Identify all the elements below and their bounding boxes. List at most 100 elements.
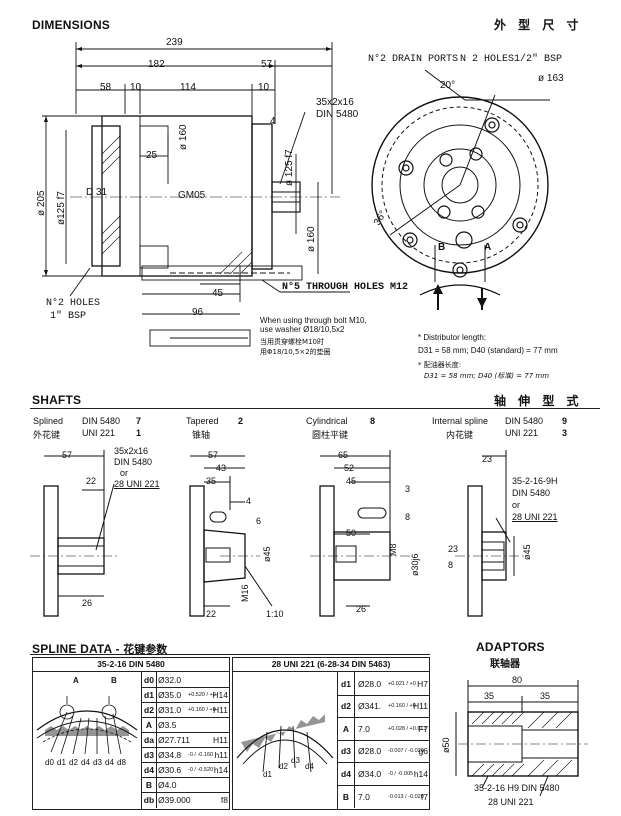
din5480-label-d8: d8 (117, 758, 126, 767)
label-gm05: GM05 (178, 190, 206, 201)
splined-callout-3: or (120, 468, 129, 478)
dim-10-left: 10 (130, 82, 142, 93)
spline-table-din5480: 35-2-16 DIN 5480 A B d0 d1 d2 d4 d3 d4 d… (32, 657, 230, 810)
internal-callout-1: 35-2-16-9H (512, 476, 558, 486)
tapered-dim-45: ø45 (262, 546, 272, 562)
bolt-note-1: When using through bolt M10, (260, 316, 367, 325)
row-symbol: A (338, 717, 355, 740)
adaptor-dim-35-left: 35 (484, 691, 495, 701)
adaptor-note-2: 28 UNI 221 (488, 797, 534, 807)
tapered-dim-6: 6 (256, 516, 262, 526)
shaft-tapered-code: 2 (238, 416, 244, 426)
row-symbol: d1 (338, 672, 355, 695)
splined-callout-4: 28 UNI 221 (114, 479, 160, 489)
port-b-label: B (438, 242, 446, 253)
bsp-half-label: 1/2" BSP (514, 54, 563, 65)
drain-ports-label: N°2 DRAIN PORTS (368, 54, 459, 65)
row-fit: H11 (413, 701, 428, 711)
shaft-splined-std2: UNI 221 (82, 428, 116, 438)
row-fit: g6 (418, 746, 428, 756)
distributor-length-title-cn: * 配油器长度: (418, 361, 462, 369)
dimensions-title-cn: 外 型 尺 寸 (494, 18, 583, 32)
din5480-label-d1: d1 (57, 758, 66, 767)
row-value: Ø27.711 (158, 734, 190, 745)
row-value: Ø3.5 (158, 719, 177, 730)
row-symbol: d0 (142, 672, 157, 687)
adaptors-title: ADAPTORS (476, 640, 545, 654)
shaft-splined-code1: 7 (136, 416, 142, 426)
shaft-internal-code1: 9 (562, 416, 568, 426)
bolt-note-cn-1: 当用贯穿螺栓M10时 (260, 338, 324, 346)
uni221-label-d3: d3 (291, 756, 300, 765)
spline-table-uni221-header: 28 UNI 221 (6-28-34 DIN 5463) (233, 658, 429, 672)
tapered-dim-43: 43 (216, 463, 227, 473)
tapered-dim-22: 22 (206, 609, 217, 619)
row-value: Ø28.0 (358, 678, 382, 689)
dimensions-title: DIMENSIONS (32, 18, 111, 32)
spline-data-heading: SPLINE DATA - 花键参数 (32, 640, 167, 658)
row-value: 7.0 (358, 723, 370, 734)
spline-callout-2: DIN 5480 (316, 109, 359, 120)
row-value: 7.0 (358, 791, 370, 802)
splined-callout-1: 35x2x16 (114, 446, 149, 456)
dim-10-right: 10 (258, 82, 270, 93)
dim-25: 25 (146, 150, 158, 161)
adaptors-title-cn: 联轴器 (490, 659, 520, 670)
internal-callout-3: or (512, 500, 521, 510)
din5480-label-d2: d2 (69, 758, 78, 767)
row-fit: F7 (418, 723, 428, 734)
row-fit: H11 (213, 734, 228, 745)
shafts-title: SHAFTS (32, 393, 82, 407)
dim-182: 182 (148, 59, 165, 70)
distributor-length-values: D31 = 58 mm; D40 (standard) = 77 mm (418, 346, 558, 355)
row-value: Ø32.0 (158, 674, 182, 685)
row-symbol: d4 (338, 762, 355, 785)
adaptor-drawing (455, 680, 588, 797)
dim-57: 57 (261, 59, 273, 70)
cyl-dim-3: 3 (405, 484, 411, 494)
n2-holes-label: N 2 HOLES (460, 54, 515, 65)
dim-dia-160: ø 160 (178, 124, 189, 150)
shaft-splined-code2: 1 (136, 428, 142, 438)
row-tolerance: +0.160 / +0 (388, 703, 416, 709)
row-symbol: d2 (142, 702, 157, 717)
row-tolerance: -0 / -0.160 (188, 751, 214, 758)
spline-callout-1: 35x2x16 (316, 97, 354, 108)
row-symbol: da (142, 732, 157, 747)
internal-dim-45: ø45 (522, 544, 532, 560)
spline-data-title: SPLINE DATA - (32, 642, 124, 656)
row-value: Ø30.6 (158, 764, 182, 775)
dim-45: 45 (212, 288, 224, 299)
row-symbol: B (142, 777, 157, 792)
through-holes-label: N°5 THROUGH HOLES M12 (282, 282, 409, 293)
cyl-dim-65: 65 (338, 450, 349, 460)
spline-profile-din5480 (36, 696, 138, 755)
din5480-label-d4: d4 (81, 758, 90, 767)
row-fit: H11 (213, 704, 228, 715)
dim-dia-160-right: ø 160 (306, 226, 317, 252)
row-symbol: d1 (142, 687, 157, 702)
uni221-label-d4: d4 (305, 762, 314, 771)
splined-dim-22: 22 (86, 476, 97, 486)
shaft-splined-cn: 外花键 (33, 431, 61, 441)
row-value: Ø31.0 (158, 704, 182, 715)
distributor-length-values-cn: D31 = 58 mm; D40 (标准) = 77 mm (424, 372, 550, 380)
shaft-cylindrical-cn: 圆柱平键 (312, 431, 349, 441)
row-value: Ø34.8 (158, 749, 182, 760)
shaft-internal-cn: 内花键 (446, 431, 474, 441)
cyl-dim-26: 26 (356, 604, 367, 614)
spline-table-din5480-header: 35-2-16 DIN 5480 (33, 658, 229, 672)
dia-163-label: ø 163 (538, 73, 564, 84)
motor-port-view-drawing (371, 70, 550, 310)
dim-239: 239 (166, 37, 183, 48)
row-value: Ø341. (358, 701, 382, 711)
dim-dia-125f7: ø125 f7 (56, 191, 67, 225)
